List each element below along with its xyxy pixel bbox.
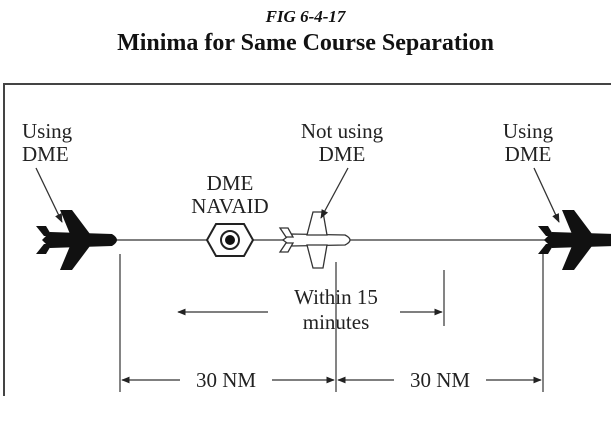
right-aircraft-label-line1: Using <box>503 119 554 143</box>
time-interval-label-line1: Within 15 <box>294 285 378 309</box>
dme-navaid-icon <box>205 223 255 257</box>
middle-aircraft-label-line2: DME <box>319 142 366 166</box>
left-aircraft-pointer <box>35 167 63 223</box>
diagram-frame <box>3 83 611 396</box>
middle-aircraft-label-line1: Not using <box>301 119 384 143</box>
time-interval-label-line2: minutes <box>303 310 370 334</box>
right-distance-label: 30 NM <box>410 368 470 392</box>
right-aircraft-icon <box>538 210 611 270</box>
right-aircraft-label-line2: DME <box>505 142 552 166</box>
right-aircraft-pointer <box>533 167 560 223</box>
navaid-label-line1: DME <box>207 171 254 195</box>
middle-aircraft-icon <box>278 211 351 269</box>
left-distance-label: 30 NM <box>196 368 256 392</box>
middle-aircraft-pointer <box>320 167 349 219</box>
left-aircraft-label-line2: DME <box>22 142 69 166</box>
figure-number: FIG 6-4-17 <box>265 7 346 26</box>
navaid-label-line2: NAVAID <box>191 194 268 218</box>
figure-title: Minima for Same Course Separation <box>117 30 494 56</box>
left-aircraft-icon <box>36 210 117 270</box>
left-aircraft-label-line1: Using <box>22 119 73 143</box>
